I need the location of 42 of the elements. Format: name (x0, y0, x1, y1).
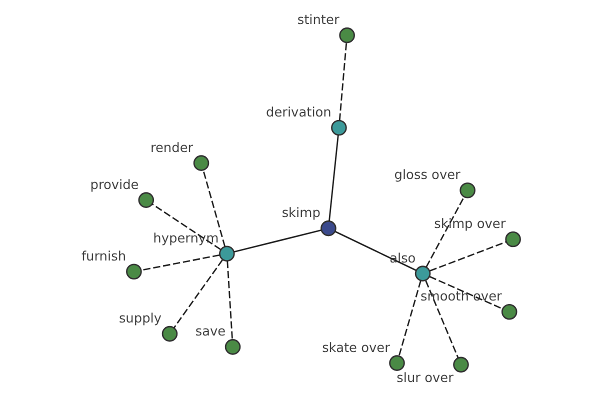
connector (172, 260, 223, 328)
node-circle (218, 246, 234, 262)
connector (334, 230, 416, 271)
connector (233, 229, 321, 253)
node-label: gloss over (394, 168, 460, 184)
node-label: skimp over (434, 217, 506, 232)
node-circle (414, 266, 430, 282)
node-circle (192, 155, 209, 171)
node-label: smooth over (420, 290, 502, 305)
connector (398, 280, 421, 356)
node-label: provide (90, 178, 138, 193)
node-label: furnish (80, 249, 126, 264)
connector (424, 280, 458, 358)
connector (140, 254, 220, 271)
node-label: stinter (296, 13, 339, 28)
node-label: render (150, 140, 193, 156)
node-circle (459, 182, 475, 198)
node-label: also (389, 251, 416, 266)
node-circle (452, 356, 468, 373)
node-label: supply (118, 312, 162, 327)
node-circle (500, 304, 517, 320)
node-circle (338, 27, 354, 44)
node-circle (138, 192, 154, 208)
node-circle (320, 220, 336, 236)
node-circle (330, 120, 346, 136)
node-circle (388, 355, 404, 371)
connector (338, 42, 347, 121)
connector (202, 170, 226, 247)
node-label: slur over (396, 371, 453, 386)
node-label: skate over (322, 340, 390, 356)
node-label: save (194, 324, 226, 340)
node-label: derivation (266, 106, 331, 121)
node-circle (224, 339, 240, 355)
connector (226, 260, 233, 340)
node-circle (126, 264, 142, 280)
node-circle (161, 326, 178, 342)
connector (328, 134, 338, 222)
node-label: skimp (281, 206, 320, 222)
connector (425, 196, 464, 268)
connector (429, 241, 506, 272)
connector (428, 276, 502, 310)
node-circle (504, 231, 520, 248)
